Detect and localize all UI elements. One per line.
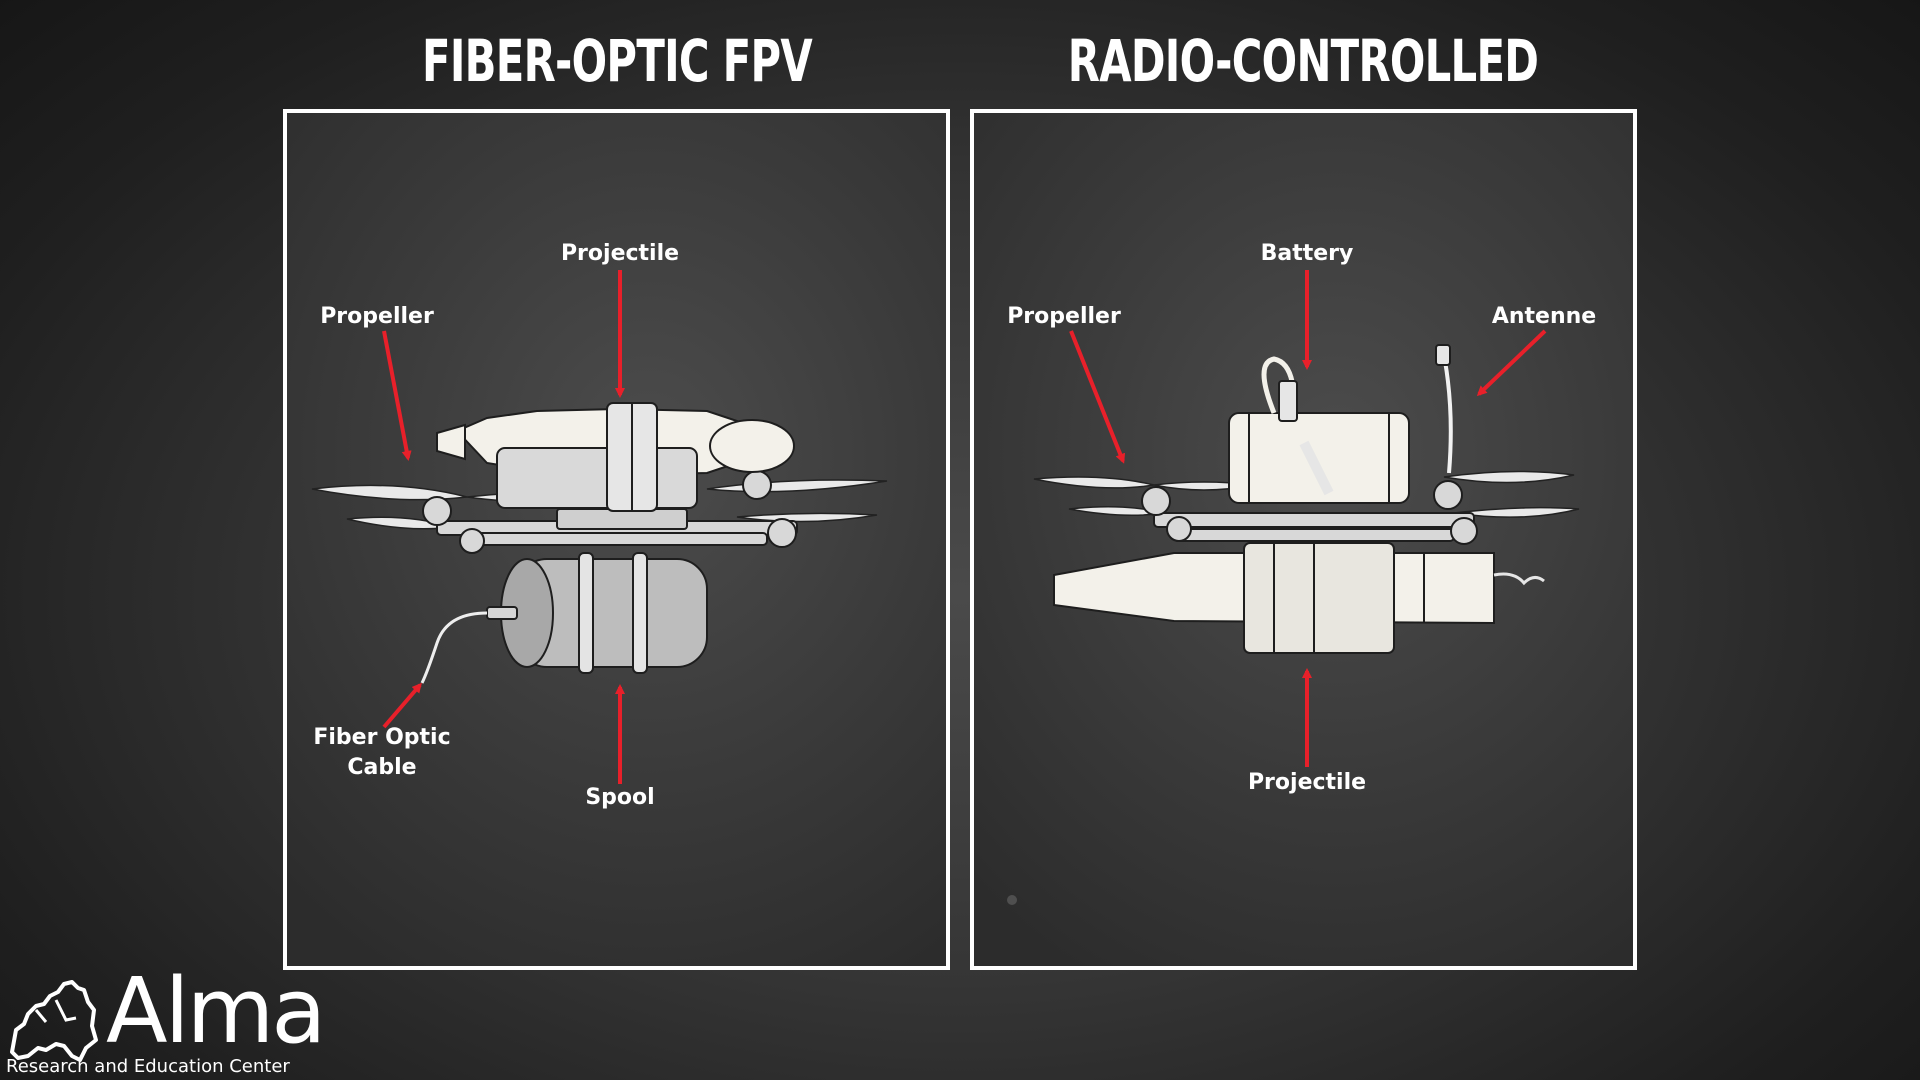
radio-controlled-drone-illustration	[1007, 270, 1580, 905]
fiber-optic-title: FIBER-OPTIC FPV DRONE	[422, 27, 813, 169]
label-fiber-optic-cable-line1: Fiber Optic	[313, 725, 451, 750]
logo-subtitle: Research and Education Center	[6, 1056, 290, 1077]
label-projectile: Projectile	[560, 241, 680, 266]
right-arrows	[1069, 270, 1547, 767]
small-dot	[1007, 895, 1017, 905]
label-battery: Battery	[1260, 241, 1354, 266]
label-spool: Spool	[585, 785, 655, 810]
arrow-antenne	[1476, 329, 1547, 397]
radio-controlled-panel: Battery Propeller Antenne Projectile	[970, 109, 1637, 970]
battery-shape	[1228, 356, 1410, 504]
label-fiber-optic-cable-line2: Cable	[347, 755, 417, 780]
fiber-optic-drone-illustration	[311, 270, 888, 784]
arrow-fiber-cable	[382, 682, 422, 729]
arrow-propeller	[1069, 330, 1126, 464]
label-propeller: Propeller	[1007, 304, 1121, 329]
alma-map-icon	[10, 980, 98, 1062]
label-propeller: Propeller	[320, 304, 434, 329]
arrow-propeller	[382, 330, 412, 461]
projectile-shape	[1053, 542, 1545, 654]
radio-controlled-title: RADIO-CONTROLLED FPV DRONE	[1067, 27, 1539, 169]
label-antenne: Antenne	[1491, 304, 1597, 329]
antenna-shape	[1435, 344, 1453, 474]
logo-word: Alma	[106, 959, 326, 1064]
spool-shape	[486, 552, 708, 674]
left-arrows	[382, 270, 625, 784]
drone-frame	[1141, 480, 1478, 545]
fiber-optic-panel: Projectile Propeller Fiber Optic Cable S…	[283, 109, 950, 970]
alma-logo: Alma Research and Education Center	[6, 962, 336, 1080]
projectile-shape	[436, 402, 795, 512]
label-projectile: Projectile	[1247, 770, 1367, 795]
fiber-cable-shape	[420, 611, 488, 684]
